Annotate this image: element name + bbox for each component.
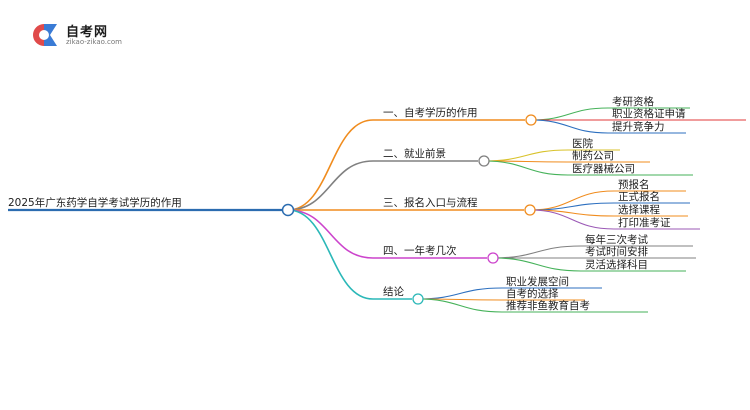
- branch-5-leaf-1-connector: [417, 287, 503, 300]
- branch-3-collapse-toggle[interactable]: [524, 204, 536, 216]
- branch-4-leaf-3-connector: [492, 257, 582, 272]
- branch-3-leaf-1-connector: [529, 190, 615, 211]
- branch-2-leaf-2-label[interactable]: 制药公司: [572, 149, 614, 162]
- site-logo[interactable]: 自考网 zikao-zikao.com: [28, 20, 148, 50]
- branch-1-connector: [287, 119, 374, 211]
- branch-3-leaf-2-label[interactable]: 正式报名: [618, 190, 660, 203]
- branch-5-leaf-3-connector: [417, 298, 503, 313]
- logo-mark-icon: [33, 24, 57, 46]
- branch-4-connector: [287, 209, 374, 259]
- root-node-label: 2025年广东药学自学考试学历的作用: [8, 196, 182, 209]
- branch-5-collapse-toggle[interactable]: [412, 293, 424, 305]
- branch-2-leaf-1-label[interactable]: 医院: [572, 137, 593, 150]
- branch-1-leaf-1-connector: [530, 107, 609, 121]
- branch-2-leaf-3-label[interactable]: 医疗器械公司: [572, 162, 635, 175]
- root-collapse-toggle[interactable]: [281, 203, 295, 217]
- branch-1-leaf-3-connector: [530, 119, 609, 134]
- branch-1-leaf-3-label[interactable]: 提升竞争力: [612, 120, 665, 133]
- branch-3-leaf-3-label[interactable]: 选择课程: [618, 203, 660, 216]
- branch-3-leaf-4-connector: [529, 209, 615, 230]
- branch-2-connector: [287, 160, 374, 211]
- branch-4-leaf-3-label[interactable]: 灵活选择科目: [585, 258, 648, 271]
- branch-3-leaf-1-label[interactable]: 预报名: [618, 178, 650, 191]
- branch-1-leaf-1-label[interactable]: 考研资格: [612, 95, 654, 108]
- branch-3-label[interactable]: 三、报名入口与流程: [383, 196, 478, 209]
- branch-1-collapse-toggle[interactable]: [525, 114, 537, 126]
- branch-2-label[interactable]: 二、就业前景: [383, 147, 446, 160]
- branch-5-leaf-3-label[interactable]: 推荐非鱼教育自考: [506, 299, 590, 312]
- branch-5-leaf-2-label[interactable]: 自考的选择: [506, 287, 559, 300]
- branch-4-leaf-2-label[interactable]: 考试时间安排: [585, 245, 648, 258]
- branch-4-leaf-1-connector: [492, 245, 582, 259]
- branch-2-leaf-1-connector: [483, 149, 569, 162]
- branch-2-collapse-toggle[interactable]: [478, 155, 490, 167]
- branch-1-leaf-2-label[interactable]: 职业资格证申请: [612, 107, 686, 120]
- branch-4-label[interactable]: 四、一年考几次: [383, 244, 457, 257]
- branch-1-label[interactable]: 一、自考学历的作用: [383, 106, 478, 119]
- branch-5-leaf-1-label[interactable]: 职业发展空间: [506, 275, 569, 288]
- branch-5-connector: [287, 209, 374, 300]
- branch-2-leaf-3-connector: [483, 160, 569, 176]
- branch-4-collapse-toggle[interactable]: [487, 252, 499, 264]
- logo-title: 自考网: [66, 25, 109, 40]
- branch-4-leaf-1-label[interactable]: 每年三次考试: [585, 233, 648, 246]
- branch-5-label[interactable]: 结论: [383, 285, 404, 298]
- branch-3-leaf-4-label[interactable]: 打印准考证: [618, 216, 671, 229]
- logo-url: zikao-zikao.com: [66, 38, 122, 46]
